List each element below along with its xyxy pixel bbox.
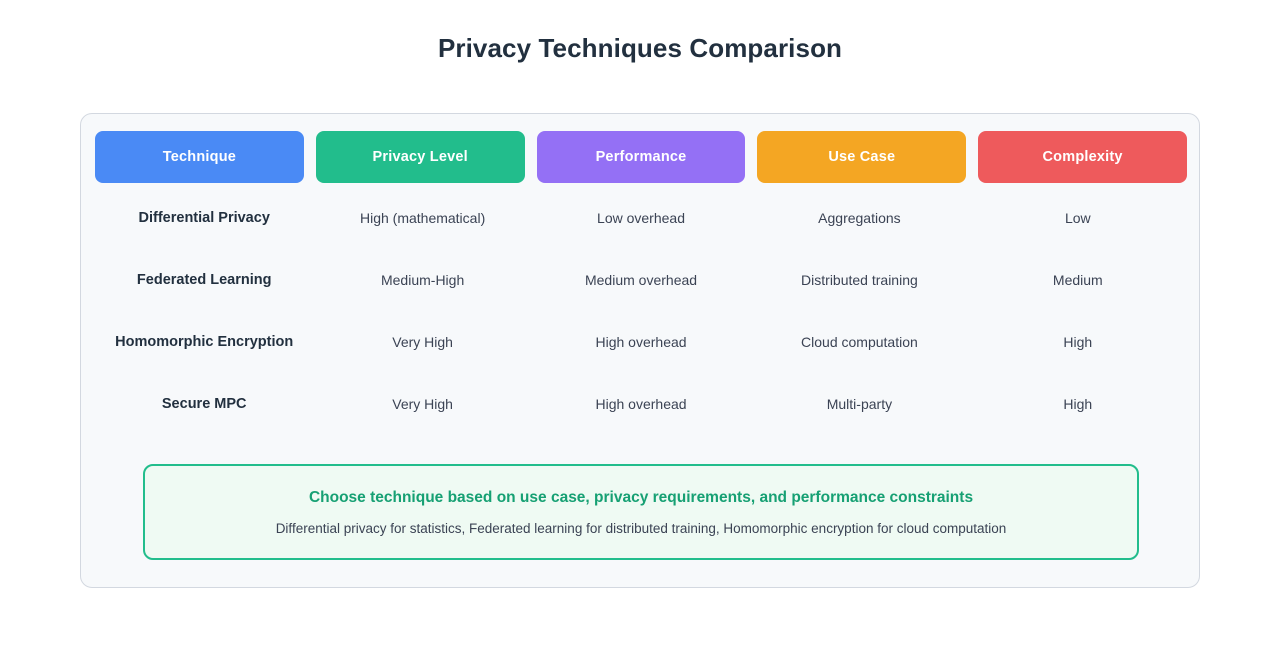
cell-use-case: Cloud computation [801, 334, 918, 350]
cell-performance: Low overhead [597, 210, 685, 226]
cell-privacy-level: Very High [392, 396, 453, 412]
cell-technique: Differential Privacy [138, 210, 270, 226]
page-title: Privacy Techniques Comparison [437, 33, 843, 63]
column-header-use-case[interactable]: Use Case [757, 131, 967, 183]
cell-complexity: High [1063, 334, 1093, 350]
cell-complexity: Medium [1052, 272, 1103, 288]
table-row: Secure MPC Very High High overhead Multi… [95, 373, 1187, 435]
table-header-row: Technique Privacy Level Performance Use … [95, 131, 1187, 183]
cell-use-case: Aggregations [818, 210, 901, 226]
cell-technique: Federated Learning [136, 272, 272, 288]
table-row: Homomorphic Encryption Very High High ov… [95, 311, 1187, 373]
recommendation-callout: Choose technique based on use case, priv… [143, 464, 1139, 560]
cell-complexity: Low [1064, 210, 1091, 226]
cell-performance: High overhead [595, 396, 687, 412]
cell-technique: Secure MPC [161, 396, 247, 412]
cell-use-case: Distributed training [801, 272, 918, 288]
cell-technique: Homomorphic Encryption [115, 334, 294, 350]
column-header-complexity[interactable]: Complexity [978, 131, 1187, 183]
table-row: Federated Learning Medium-High Medium ov… [95, 249, 1187, 311]
table-row: Differential Privacy High (mathematical)… [95, 187, 1187, 249]
column-header-performance[interactable]: Performance [536, 131, 746, 183]
callout-title: Choose technique based on use case, priv… [308, 489, 974, 506]
cell-use-case: Multi-party [826, 396, 893, 412]
cell-privacy-level: High (mathematical) [359, 210, 486, 226]
cell-complexity: High [1063, 396, 1093, 412]
cell-performance: Medium overhead [584, 272, 698, 288]
column-header-technique[interactable]: Technique [95, 131, 304, 183]
comparison-table: Technique Privacy Level Performance Use … [95, 131, 1187, 435]
column-header-privacy-level[interactable]: Privacy Level [315, 131, 525, 183]
cell-privacy-level: Medium-High [380, 272, 465, 288]
table-body: Differential Privacy High (mathematical)… [95, 187, 1187, 435]
cell-privacy-level: Very High [392, 334, 453, 350]
cell-performance: High overhead [595, 334, 687, 350]
comparison-card: Technique Privacy Level Performance Use … [80, 113, 1200, 588]
callout-subtitle: Differential privacy for statistics, Fed… [275, 521, 1007, 536]
